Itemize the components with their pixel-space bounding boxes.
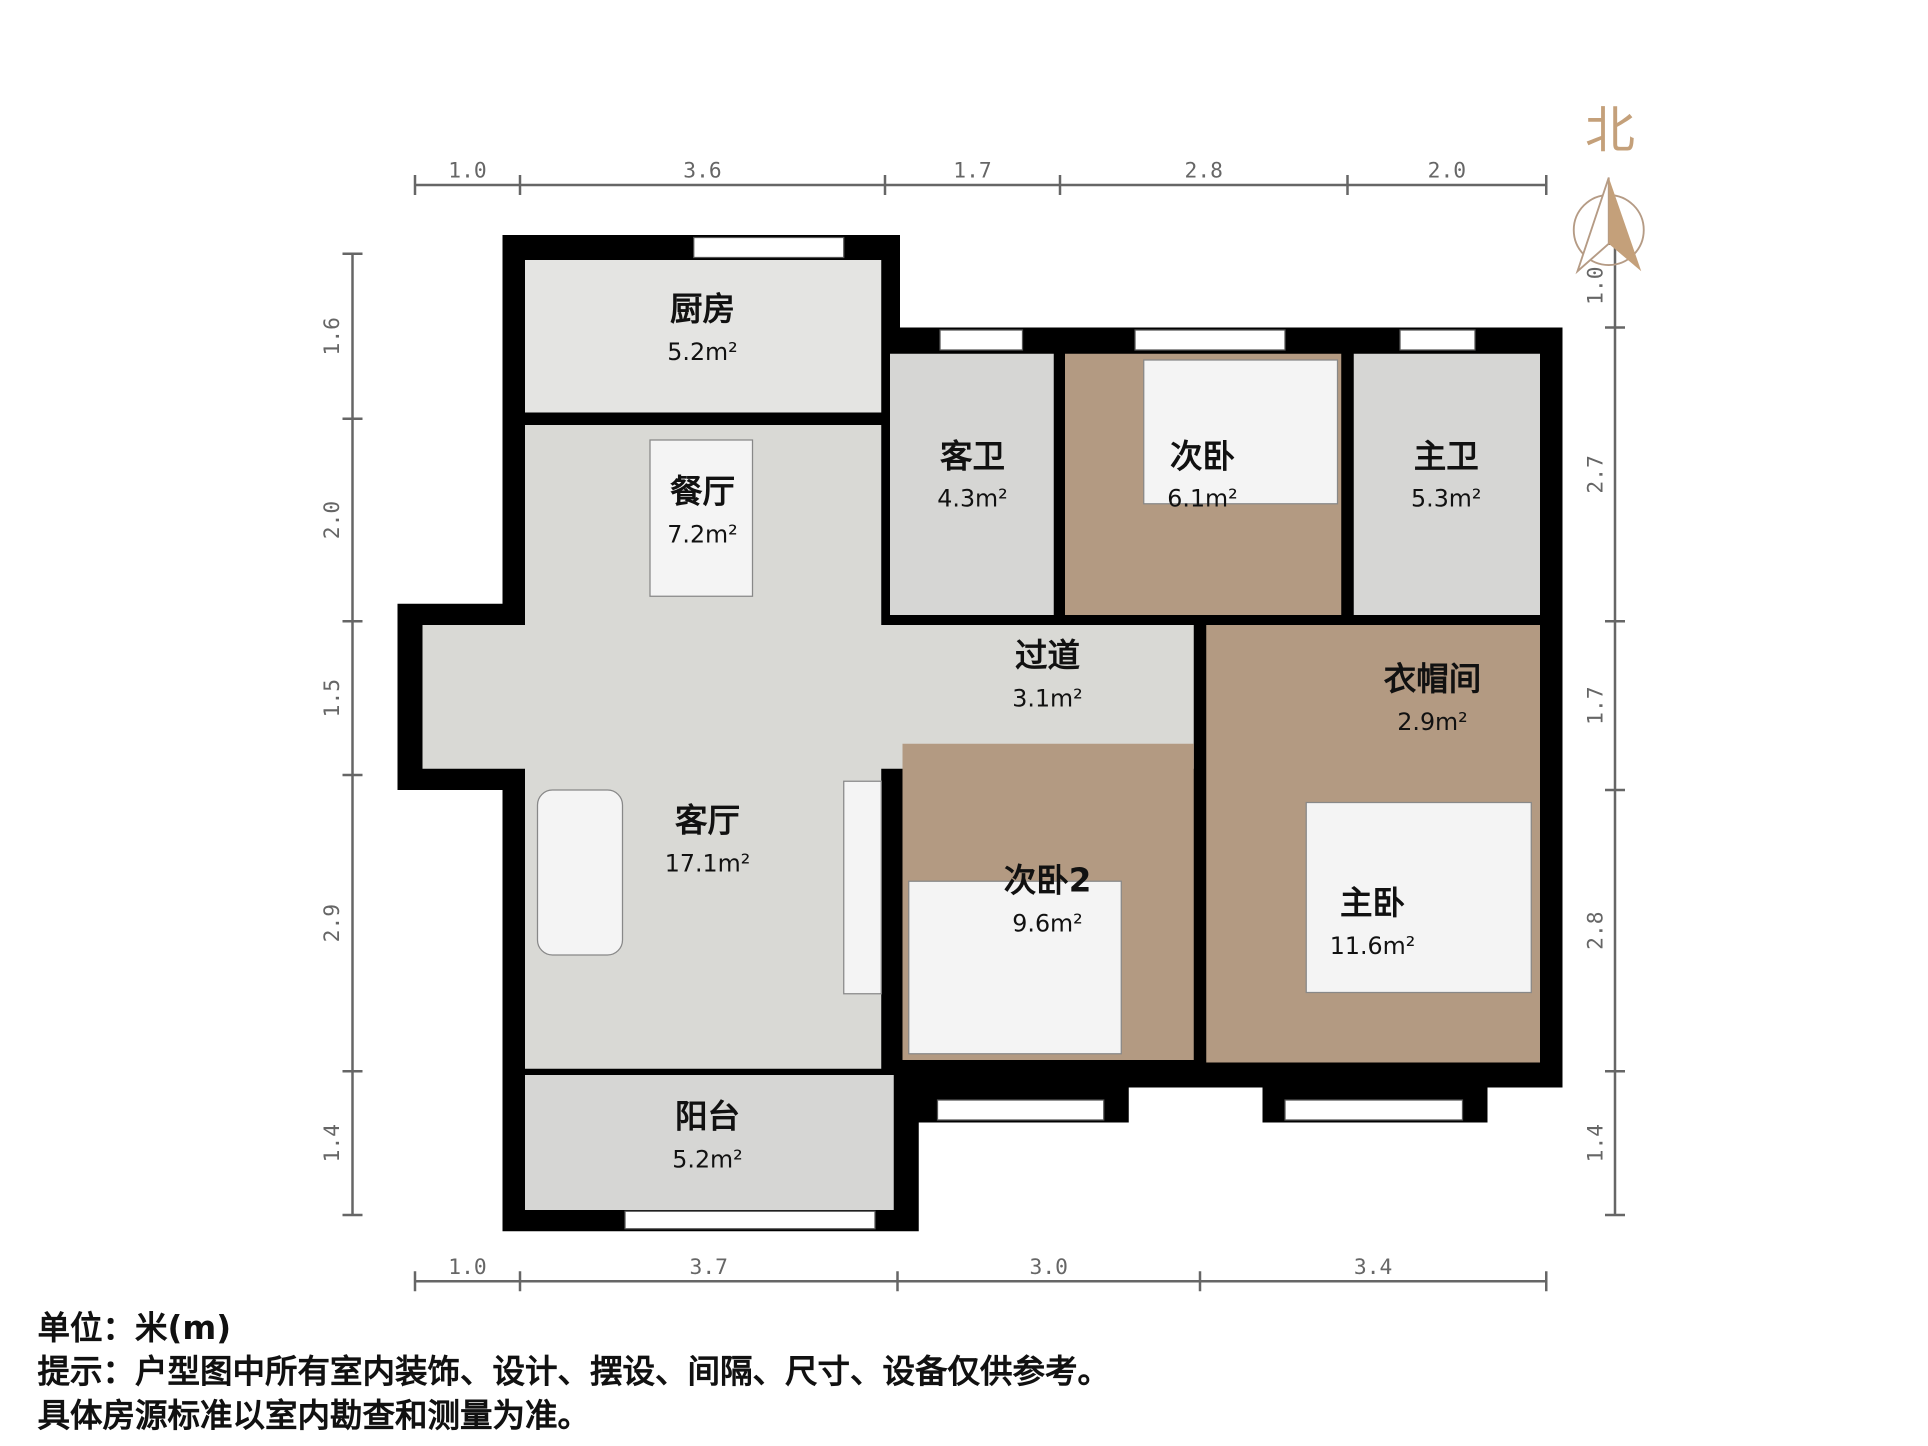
- room-name: 次卧: [1170, 438, 1235, 476]
- window: [1399, 329, 1476, 351]
- dimension-label: 1.7: [953, 159, 991, 184]
- disclaimer-note-2: 具体房源标准以室内勘查和测量为准。: [37, 1397, 591, 1436]
- room-area: 9.6m²: [1012, 909, 1082, 937]
- window: [936, 1099, 1105, 1121]
- dimension-lines: 1.0 3.6 1.7 2.8 2.0 1.0 3.7 3.0 3.4 1.6 2.0 1.5 2.9 1…: [320, 159, 1625, 1292]
- dimension-label: 1.4: [1584, 1124, 1609, 1162]
- room-area: 17.1m²: [665, 849, 751, 877]
- room-area: 5.3m²: [1411, 484, 1481, 512]
- room-name: 主卧: [1340, 884, 1405, 922]
- dimension-label: 1.0: [1584, 266, 1609, 304]
- room-name: 阳台: [675, 1098, 740, 1136]
- sofa: [536, 789, 624, 956]
- dimension-label: 2.0: [320, 501, 345, 539]
- room-name: 客卫: [940, 438, 1005, 476]
- unit-note: 单位：米(m): [37, 1310, 232, 1348]
- bed-bedroom2: [908, 880, 1122, 1055]
- windows: [624, 236, 1476, 1230]
- dimension-label: 3.6: [683, 159, 721, 184]
- dimension-label: 3.7: [690, 1255, 728, 1280]
- dimension-label: 1.0: [448, 159, 486, 184]
- room-area: 6.1m²: [1167, 484, 1237, 512]
- room-floors: [422, 260, 1540, 1210]
- tv-cabinet: [843, 780, 882, 995]
- notes: 单位：米(m) 提示：户型图中所有室内装饰、设计、摆设、间隔、尺寸、设备仅供参考…: [38, 1308, 1111, 1439]
- dimension-label: 1.6: [320, 317, 345, 355]
- room-name: 厨房: [670, 290, 735, 328]
- room-name: 餐厅: [670, 473, 735, 511]
- window: [1134, 329, 1286, 351]
- room-name: 过道: [1015, 636, 1081, 674]
- room-name: 主卫: [1414, 438, 1479, 476]
- room-labels: 厨房 5.2m² 餐厅 7.2m² 客卫 4.3m² 次卧 6.1m² 主卫 5…: [665, 290, 1482, 1174]
- guest-bath-floor: [890, 353, 1054, 615]
- window: [1284, 1099, 1464, 1121]
- dimension-label: 3.4: [1354, 1255, 1392, 1280]
- dining-table: [649, 439, 754, 597]
- dimension-label: 1.0: [448, 1255, 486, 1280]
- room-area: 5.2m²: [672, 1146, 742, 1174]
- north-compass: 北: [1572, 102, 1645, 275]
- window: [624, 1210, 876, 1230]
- dimension-label: 1.4: [320, 1124, 345, 1162]
- room-area: 4.3m²: [937, 484, 1007, 512]
- room-name: 次卧2: [1004, 861, 1092, 899]
- room-name: 衣帽间: [1384, 660, 1482, 698]
- dimension-label: 1.5: [320, 679, 345, 717]
- dimension-label: 3.0: [1030, 1255, 1068, 1280]
- room-area: 7.2m²: [667, 521, 737, 549]
- disclaimer-note: 提示：户型图中所有室内装饰、设计、摆设、间隔、尺寸、设备仅供参考。: [37, 1353, 1111, 1392]
- compass-label: 北: [1585, 102, 1635, 160]
- room-area: 3.1m²: [1012, 684, 1082, 712]
- compass-arrow-right-icon: [1608, 177, 1642, 272]
- dimension-label: 2.7: [1584, 455, 1609, 493]
- dimension-label: 2.8: [1584, 911, 1609, 949]
- dimension-label: 2.8: [1185, 159, 1223, 184]
- dimension-label: 1.7: [1584, 686, 1609, 724]
- room-area: 11.6m²: [1330, 932, 1416, 960]
- master-bath-floor: [1353, 353, 1540, 615]
- kitchen-floor: [525, 260, 882, 413]
- window: [693, 236, 845, 259]
- compass-arrow-left-icon: [1575, 177, 1610, 275]
- room-name: 客厅: [675, 801, 740, 839]
- room-area: 5.2m²: [667, 338, 737, 366]
- closet-floor: [1327, 631, 1540, 788]
- dimension-label: 2.0: [1428, 159, 1466, 184]
- bed-second: [1143, 359, 1339, 505]
- room-area: 2.9m²: [1397, 708, 1467, 736]
- bed-master: [1305, 801, 1532, 994]
- window: [939, 329, 1024, 351]
- dimension-label: 2.9: [320, 904, 345, 942]
- balcony-floor: [525, 1075, 894, 1210]
